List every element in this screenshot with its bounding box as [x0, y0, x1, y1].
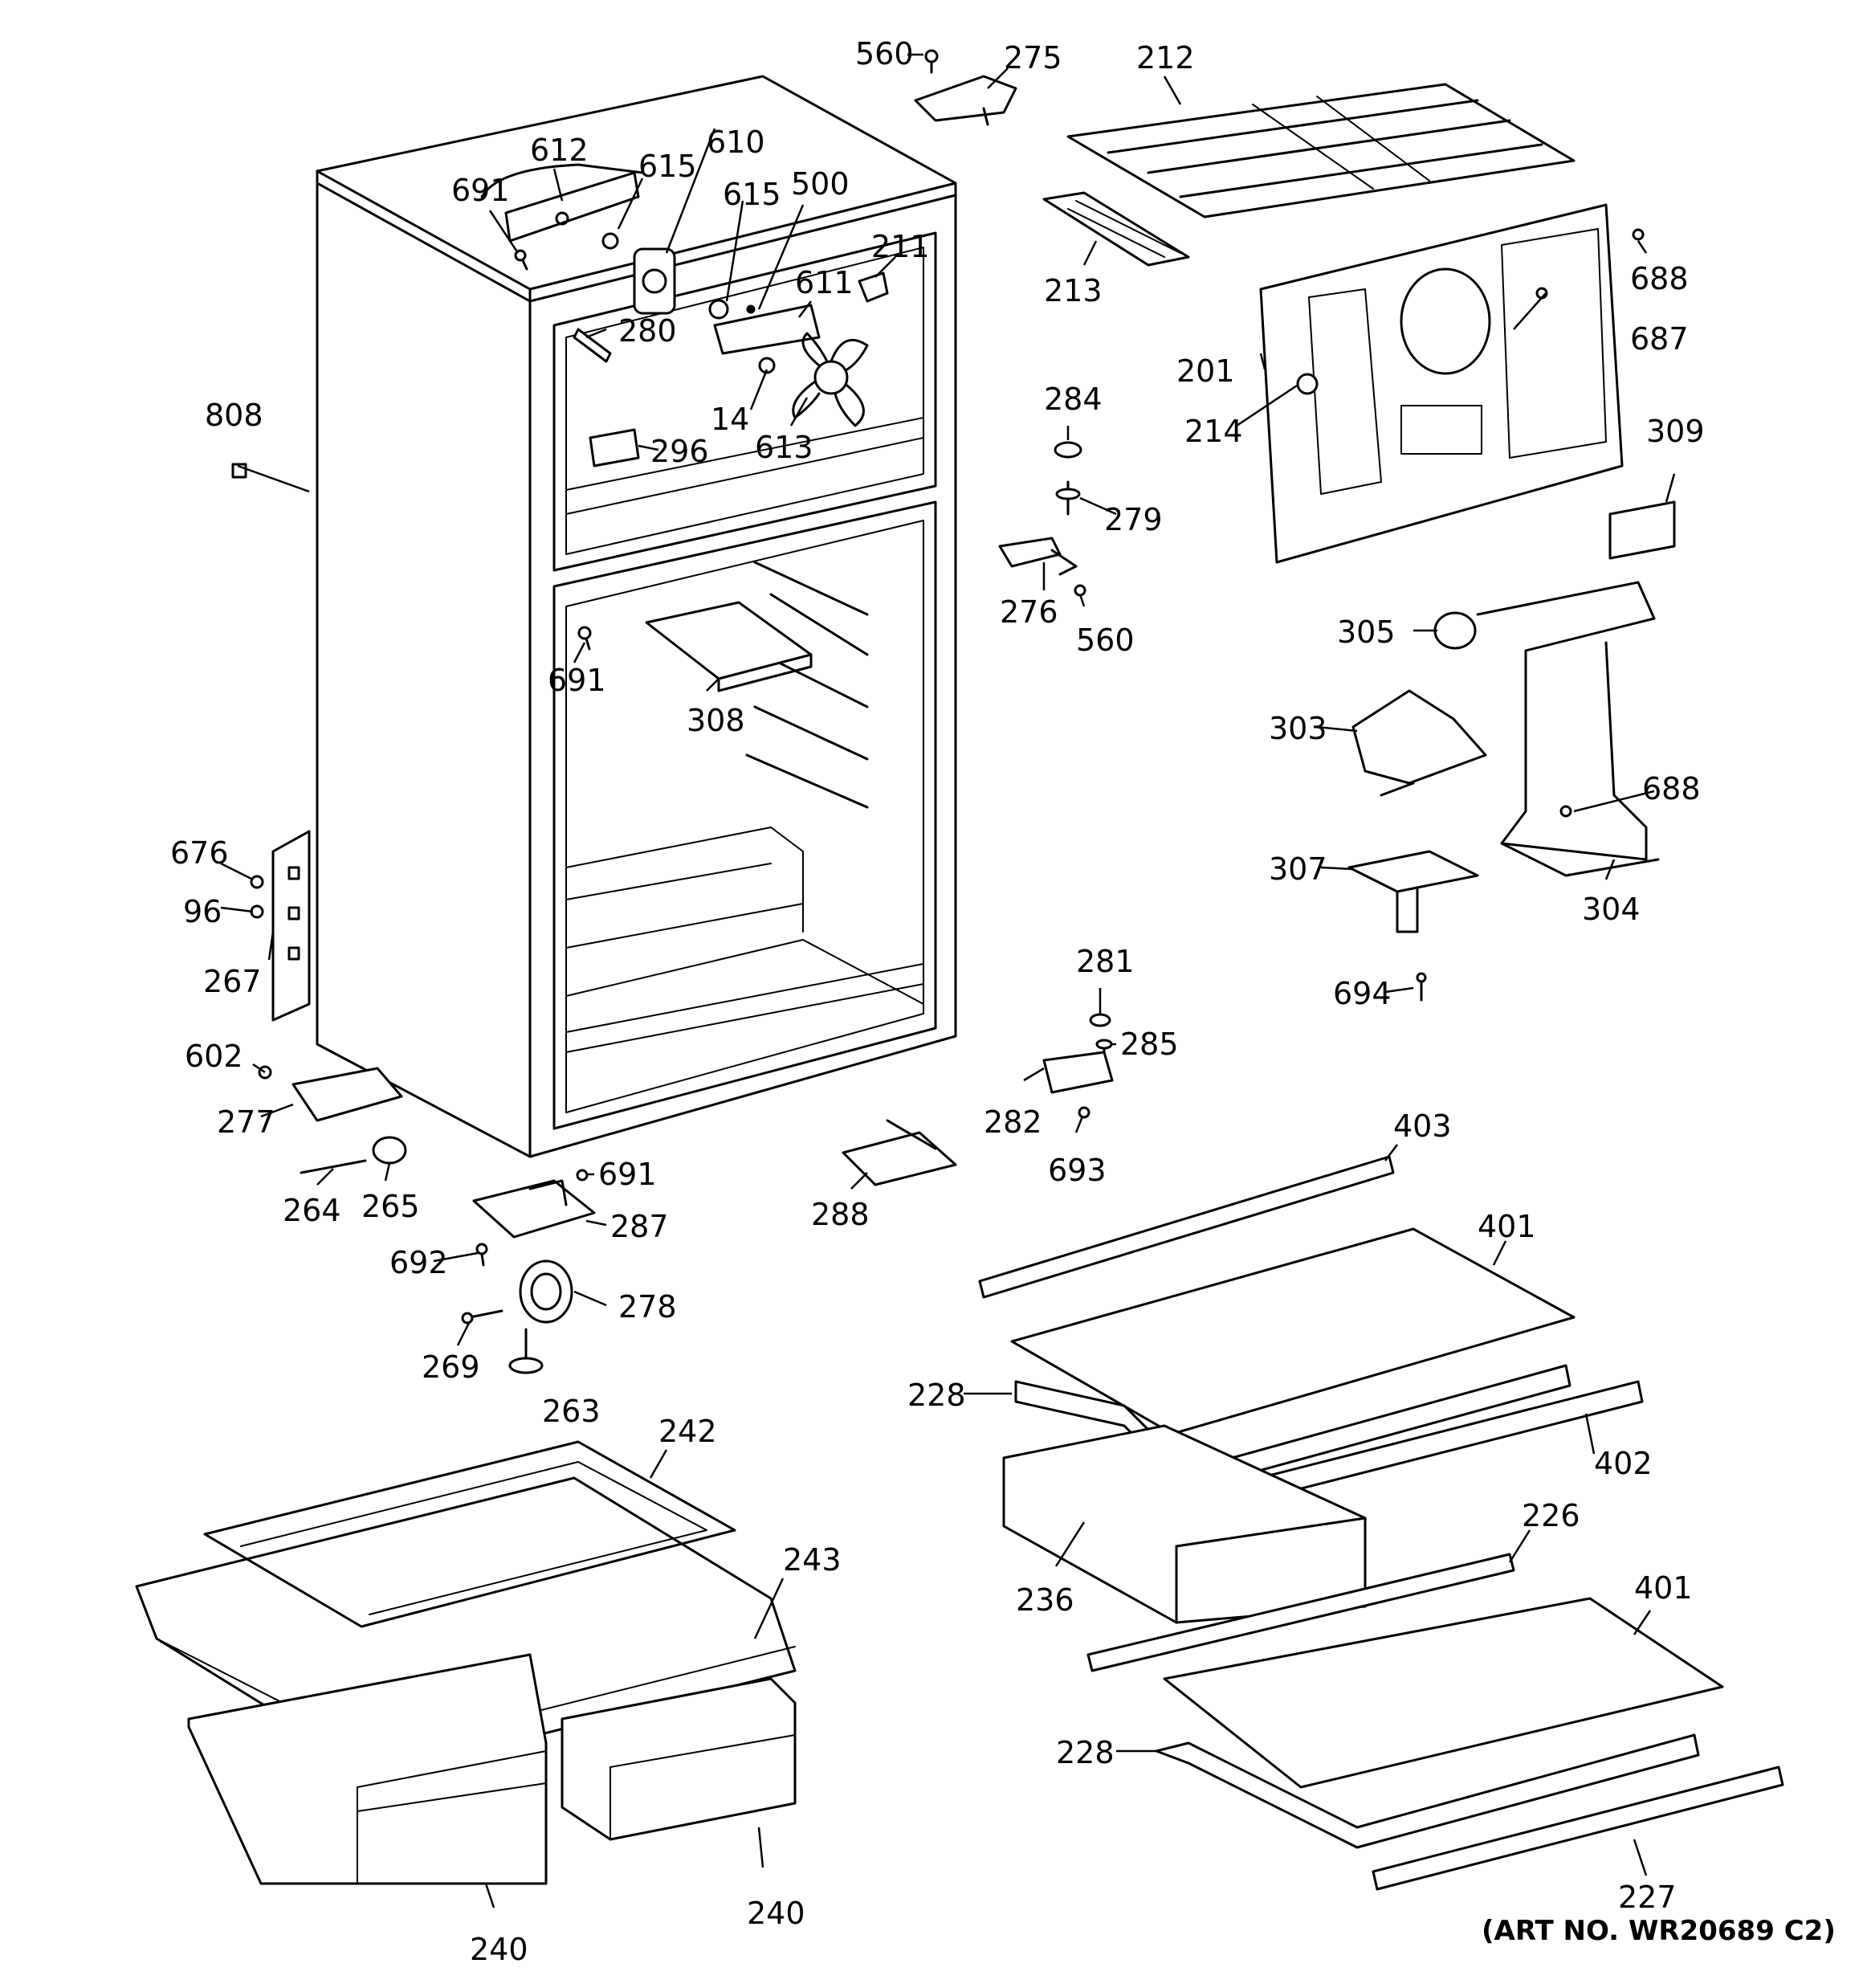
callout-96: 96 — [183, 894, 222, 929]
callout-615: 615 — [723, 177, 781, 212]
callout-687: 687 — [1630, 321, 1689, 357]
callout-305: 305 — [1337, 614, 1396, 650]
callout-692: 692 — [389, 1245, 448, 1280]
callout-labels: 560 275 212 612 615 610 615 500 691 211 … — [170, 36, 1705, 1967]
callout-278: 278 — [618, 1289, 677, 1325]
callout-808: 808 — [205, 398, 263, 433]
callout-240: 240 — [747, 1896, 805, 1931]
callout-688: 688 — [1630, 261, 1689, 296]
callout-296: 296 — [650, 434, 709, 469]
callout-242: 242 — [658, 1414, 717, 1449]
callout-277: 277 — [217, 1104, 275, 1140]
callout-280: 280 — [618, 313, 677, 349]
callout-212: 212 — [1136, 40, 1195, 76]
fresh-food-shelves — [978, 1155, 1784, 1891]
callout-307: 307 — [1269, 851, 1327, 887]
callout-688: 688 — [1642, 771, 1701, 806]
callout-613: 613 — [755, 430, 813, 465]
callout-275: 275 — [1004, 40, 1062, 76]
callout-213: 213 — [1044, 273, 1103, 308]
callout-676: 676 — [170, 835, 229, 871]
callout-287: 287 — [610, 1209, 669, 1244]
hinge-parts — [914, 49, 1114, 1119]
callout-309: 309 — [1646, 414, 1705, 449]
freezer-components — [1042, 83, 1676, 1002]
callout-240: 240 — [470, 1932, 528, 1967]
callout-201: 201 — [1176, 353, 1235, 389]
callout-610: 610 — [707, 125, 765, 160]
callout-303: 303 — [1269, 711, 1327, 746]
callout-401: 401 — [1478, 1209, 1536, 1244]
callout-560: 560 — [855, 36, 914, 71]
callout-263: 263 — [542, 1394, 601, 1429]
callout-282: 282 — [984, 1104, 1042, 1140]
callout-615: 615 — [638, 149, 697, 184]
art-number: (ART NO. WR20689 C2) — [1482, 1915, 1836, 1947]
callout-265: 265 — [361, 1189, 420, 1224]
callout-402: 402 — [1594, 1446, 1653, 1481]
callout-276: 276 — [1000, 594, 1058, 630]
callout-611: 611 — [795, 265, 854, 300]
callout-693: 693 — [1048, 1153, 1107, 1188]
callout-694: 694 — [1333, 976, 1392, 1011]
callout-612: 612 — [530, 133, 589, 168]
callout-214: 214 — [1184, 414, 1243, 449]
callout-281: 281 — [1076, 944, 1135, 979]
callout-308: 308 — [687, 703, 745, 738]
leader-lines — [220, 53, 1676, 1908]
callout-269: 269 — [422, 1349, 480, 1385]
callout-500: 500 — [791, 166, 850, 202]
callout-691: 691 — [548, 663, 606, 698]
callout-279: 279 — [1104, 502, 1163, 537]
callout-267: 267 — [203, 964, 262, 999]
callout-691: 691 — [598, 1157, 657, 1192]
callout-228: 228 — [1056, 1735, 1115, 1770]
callout-560: 560 — [1076, 623, 1135, 658]
callout-285: 285 — [1120, 1027, 1179, 1062]
refrigerator-cabinet — [316, 75, 957, 1158]
callout-264: 264 — [283, 1193, 341, 1228]
callout-243: 243 — [783, 1542, 842, 1578]
callout-288: 288 — [811, 1197, 870, 1232]
cabinet-parts — [231, 163, 889, 692]
callout-227: 227 — [1618, 1880, 1677, 1915]
callout-211: 211 — [871, 229, 930, 264]
callout-14: 14 — [711, 402, 749, 437]
crisper-assembly — [135, 1440, 797, 1885]
callout-401: 401 — [1634, 1570, 1693, 1606]
callout-236: 236 — [1016, 1582, 1074, 1618]
callout-284: 284 — [1044, 382, 1103, 417]
callout-226: 226 — [1522, 1498, 1580, 1533]
callout-691: 691 — [451, 173, 510, 208]
callout-403: 403 — [1393, 1108, 1452, 1144]
callout-602: 602 — [185, 1039, 243, 1074]
callout-228: 228 — [907, 1378, 966, 1413]
callout-304: 304 — [1582, 892, 1641, 927]
